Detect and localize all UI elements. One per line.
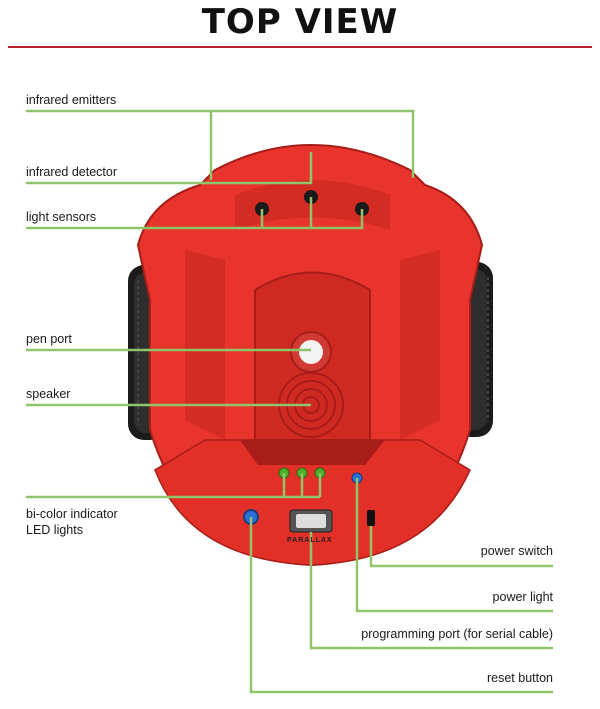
label-bicolor-leds: bi-color indicator LED lights (26, 507, 118, 537)
pen-port-hole (290, 331, 332, 373)
label-light-sensors: light sensors (26, 210, 97, 224)
leader-light-sensors (26, 197, 364, 230)
robot-brand-mark: PARALLAX (287, 537, 333, 544)
label-reset-button: reset button (486, 671, 553, 685)
title-divider (8, 46, 592, 48)
label-pen-port: pen port (26, 332, 72, 346)
leader-lines (26, 109, 553, 694)
serial-port-connector (289, 509, 333, 533)
leader-programming-port (309, 532, 553, 650)
label-programming-port: programming port (for serial cable) (361, 627, 553, 641)
leader-bicolor-leds (26, 473, 322, 499)
label-infrared-emitters: infrared emitters (26, 93, 117, 107)
leader-infrared-emitters (26, 109, 415, 180)
leader-infrared-detector (26, 152, 313, 185)
leader-power-light (355, 478, 553, 613)
label-speaker: speaker (26, 387, 71, 401)
page-title: TOP VIEW (201, 2, 399, 42)
label-infrared-detector: infrared detector (26, 165, 118, 179)
leader-reset-button (249, 517, 553, 694)
label-power-light: power light (492, 590, 553, 604)
label-power-switch: power switch (480, 544, 553, 558)
power-switch-slider (367, 510, 375, 526)
leader-power-switch (369, 526, 553, 568)
